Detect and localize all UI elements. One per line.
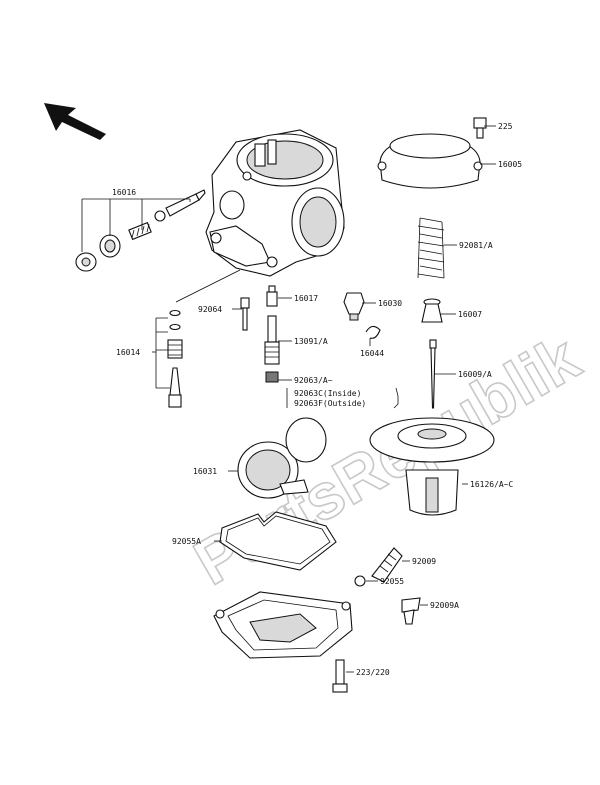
label-16005[interactable]: 16005 xyxy=(498,160,522,169)
label-92063f[interactable]: 92063F(Outside) xyxy=(294,399,366,408)
part-13091a[interactable] xyxy=(264,315,280,365)
part-16031[interactable] xyxy=(237,417,327,499)
label-92063a[interactable]: 92063/A~ xyxy=(294,376,333,385)
part-16030[interactable] xyxy=(343,292,365,321)
label-16009a[interactable]: 16009/A xyxy=(458,370,492,379)
part-225[interactable] xyxy=(473,117,487,139)
part-16007[interactable] xyxy=(421,298,443,323)
label-92009[interactable]: 92009 xyxy=(412,557,436,566)
carburetor-body[interactable] xyxy=(205,129,345,277)
front-direction-arrow-icon xyxy=(44,103,106,140)
label-16126[interactable]: 16126/A~C xyxy=(470,480,514,489)
part-92055a-gasket[interactable] xyxy=(219,511,337,571)
part-92055-oring[interactable] xyxy=(354,575,366,587)
part-16126-slide[interactable] xyxy=(369,417,495,516)
part-16016-group[interactable] xyxy=(75,189,206,272)
label-13091a[interactable]: 13091/A xyxy=(294,337,328,346)
part-16017[interactable] xyxy=(266,285,278,307)
part-92064[interactable] xyxy=(240,297,250,331)
label-92064[interactable]: 92064 xyxy=(198,305,222,314)
part-223-220-bolt[interactable] xyxy=(332,659,348,693)
label-16007[interactable]: 16007 xyxy=(458,310,482,319)
label-16014[interactable]: 16014 xyxy=(116,348,140,357)
label-16017[interactable]: 16017 xyxy=(294,294,318,303)
label-16016[interactable]: 16016 xyxy=(112,188,136,197)
part-labels: 225 16005 16016 92081/A 92064 16017 1603… xyxy=(112,122,522,677)
part-92009[interactable] xyxy=(371,547,403,583)
label-92063c[interactable]: 92063C(Inside) xyxy=(294,389,361,398)
part-16014-group[interactable] xyxy=(167,309,183,408)
part-92081a-spring[interactable] xyxy=(417,217,445,279)
part-16005-cover[interactable] xyxy=(377,133,483,189)
label-223-220[interactable]: 223/220 xyxy=(356,668,390,677)
part-16044[interactable] xyxy=(365,325,381,339)
label-225[interactable]: 225 xyxy=(498,122,513,131)
label-92009a[interactable]: 92009A xyxy=(430,601,459,610)
part-92063[interactable] xyxy=(265,371,279,383)
part-16009a-needle[interactable] xyxy=(429,339,437,409)
label-92055a[interactable]: 92055A xyxy=(172,537,201,546)
label-16030[interactable]: 16030 xyxy=(378,299,402,308)
leader-lines xyxy=(81,125,496,673)
label-92055[interactable]: 92055 xyxy=(380,577,404,586)
float-bowl[interactable] xyxy=(213,591,353,659)
label-16044[interactable]: 16044 xyxy=(360,349,384,358)
label-92081a[interactable]: 92081/A xyxy=(459,241,493,250)
label-16031[interactable]: 16031 xyxy=(193,467,217,476)
part-92009a[interactable] xyxy=(401,597,421,625)
